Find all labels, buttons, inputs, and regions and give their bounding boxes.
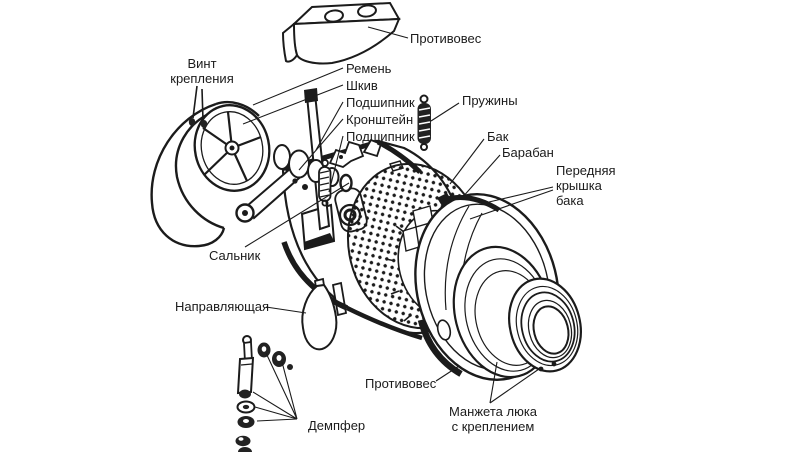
label-counterweight-bottom: Противовес — [365, 376, 437, 391]
label-springs: Пружины — [462, 93, 518, 108]
leader-drum — [460, 154, 501, 200]
springs-part — [318, 94, 431, 207]
label-damper: Демпфер — [308, 418, 366, 433]
leader-pulley — [242, 84, 344, 125]
label-belt: Ремень — [346, 61, 392, 76]
leader-counterweight-bottom — [435, 365, 460, 382]
leader-lines — [242, 26, 554, 422]
label-bracket: Кронштейн — [346, 112, 414, 127]
mounting-screws-part — [188, 85, 208, 128]
label-seal: Сальник — [209, 248, 261, 263]
damper-part — [235, 335, 293, 452]
pulley-part — [193, 104, 271, 192]
leader-counterweight-top — [367, 26, 409, 39]
guide-part — [301, 283, 338, 351]
counterweight-bottom-part — [417, 319, 463, 377]
leader-damper — [252, 352, 298, 422]
leader-guide — [265, 306, 307, 314]
label-pulley: Шкив — [346, 78, 378, 93]
hatch-ring-part — [508, 277, 582, 373]
shaft-bearings-part — [273, 144, 353, 193]
leader-hatch-cuff — [489, 361, 540, 404]
label-bearing-lower: Подшипник — [346, 129, 415, 144]
leader-bracket — [298, 118, 344, 171]
label-counterweight-top: Противовес — [410, 31, 482, 46]
leader-belt — [252, 67, 344, 106]
label-mounting-screw: Винт крепления — [170, 56, 234, 86]
leader-seal — [244, 182, 350, 248]
counterweight-top-part — [281, 1, 401, 65]
leader-bearing-upper — [315, 101, 344, 151]
label-tub: Бак — [487, 129, 509, 144]
leader-tub — [449, 138, 485, 185]
leader-bearing-lower — [328, 135, 344, 193]
label-front-tub-cover: Передняя крышка бака — [556, 163, 616, 208]
label-drum: Барабан — [502, 145, 554, 160]
label-guide: Направляющая — [175, 299, 270, 314]
seal-part — [339, 173, 353, 193]
leader-front-cover — [469, 186, 554, 220]
label-bearing-upper: Подшипник — [346, 95, 415, 110]
label-hatch-cuff: Манжета люка с креплением — [448, 404, 538, 434]
leader-springs — [430, 102, 460, 122]
